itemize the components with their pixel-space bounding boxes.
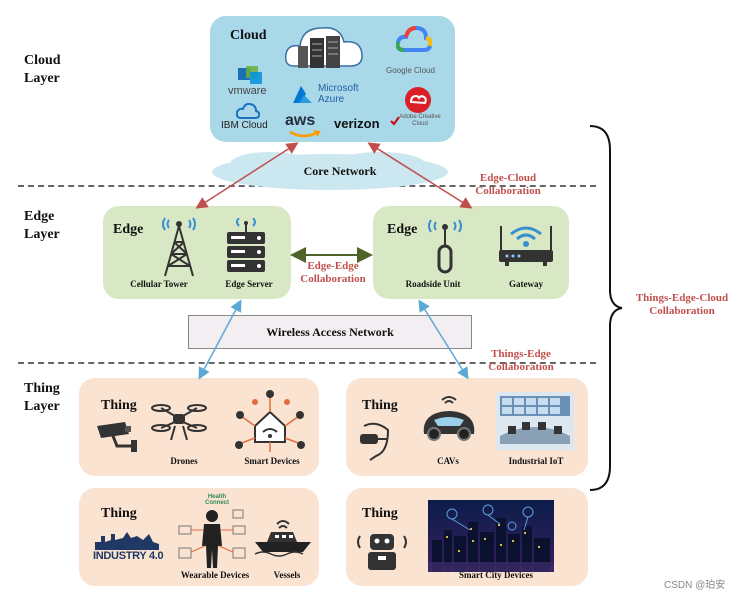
aws-smile-icon xyxy=(289,130,321,138)
gateway-router-icon xyxy=(499,226,553,266)
roadside-unit-icon xyxy=(428,219,462,274)
cellular-tower-icon xyxy=(162,217,196,277)
vr-headset-icon xyxy=(360,422,390,461)
edge-server-icon xyxy=(227,218,265,272)
verizon-check-icon xyxy=(390,116,400,126)
cellular-tower-label: Cellular Tower xyxy=(130,279,188,289)
things-edge-arrow-left xyxy=(198,299,242,380)
wearable-person-icon xyxy=(178,509,246,568)
verizon-label: verizon xyxy=(334,116,380,131)
core-network-label: Core Network xyxy=(303,164,377,178)
things-edge-arrow-right xyxy=(418,299,469,380)
smart-city-skyline-image xyxy=(428,500,554,572)
things-edge-cloud-collab-label: Things-Edge-Cloud Collaboration xyxy=(635,292,729,317)
cloud-layer-label: Cloud Layer xyxy=(24,53,61,86)
ibm-cloud-icon xyxy=(236,102,260,119)
edge-thing-divider xyxy=(18,362,596,364)
google-cloud-label: Google Cloud xyxy=(386,66,435,75)
tec-brace xyxy=(589,125,623,491)
google-cloud-icon xyxy=(396,26,432,52)
cloud-box: Cloud Google Cloud vmware Microsoft Azur… xyxy=(210,16,455,142)
edge-box-right: Edge Roadside Unit Gateway xyxy=(373,206,569,299)
gateway-label: Gateway xyxy=(509,279,543,289)
azure-icon xyxy=(293,86,312,103)
adobe-label: Adobe Creative Cloud xyxy=(399,114,441,127)
thing-box-1: Thing Drones Smart Devices xyxy=(79,378,319,476)
vessel-ship-icon xyxy=(254,520,311,557)
vessels-label: Vessels xyxy=(273,570,301,580)
things-edge-collab-label: Things-Edge Collaboration xyxy=(488,348,554,373)
thing-box-1-title: Thing xyxy=(101,398,137,413)
robot-icon xyxy=(357,534,407,570)
surveillance-camera-icon xyxy=(97,422,137,452)
thing-layer-label: Thing Layer xyxy=(24,381,60,414)
edge-cloud-arrow-left xyxy=(195,142,299,209)
wearable-devices-label: Wearable Devices xyxy=(180,570,250,580)
smart-home-icon xyxy=(235,390,305,452)
server-cloud-icon xyxy=(284,27,363,68)
thing-box-2: Thing CAVs Industrial IoT xyxy=(346,378,588,476)
aws-label: aws xyxy=(285,112,316,129)
industry-4-label: INDUSTRY 4.0 xyxy=(93,550,164,562)
roadside-unit-label: Roadside Unit xyxy=(405,279,461,289)
edge-layer-label: Edge Layer xyxy=(24,209,60,242)
cav-car-icon xyxy=(423,396,475,441)
industrial-iot-label: Industrial IoT xyxy=(508,456,564,466)
industry-4-skyline-icon xyxy=(95,532,159,550)
edge-right-title: Edge xyxy=(387,222,418,237)
thing-box-4-title: Thing xyxy=(362,506,398,521)
thing-box-4: Thing Smart City Devices xyxy=(346,488,588,586)
edge-server-label: Edge Server xyxy=(225,279,273,289)
thing-box-3-title: Thing xyxy=(101,506,137,521)
edge-box-left: Edge Cellular Tower Edge Server xyxy=(103,206,291,299)
adobe-creative-cloud-icon xyxy=(405,87,431,113)
edge-edge-collab-label: Edge-Edge Collaboration xyxy=(300,260,366,285)
edge-cloud-arrow-right xyxy=(367,142,473,209)
azure-label: Microsoft Azure xyxy=(318,83,359,105)
cloud-title: Cloud xyxy=(230,28,267,43)
vmware-label: vmware xyxy=(228,85,267,97)
drones-label: Drones xyxy=(170,456,198,466)
drone-icon xyxy=(151,404,207,441)
health-connect-label: Health Connect xyxy=(205,494,229,506)
thing-box-2-title: Thing xyxy=(362,398,398,413)
thing-box-3: Thing INDUSTRY 4.0 Health Connect Wearab… xyxy=(79,488,319,586)
vmware-icon xyxy=(238,66,262,84)
ibm-cloud-label: IBM Cloud xyxy=(221,120,268,131)
edge-left-title: Edge xyxy=(113,222,144,237)
industrial-iot-icon xyxy=(496,392,574,450)
edge-cloud-collab-label: Edge-Cloud Collaboration xyxy=(475,172,541,197)
smart-devices-label: Smart Devices xyxy=(244,456,300,466)
watermark: CSDN @珀安 xyxy=(664,580,726,591)
cavs-label: CAVs xyxy=(437,456,459,466)
wireless-access-network-label: Wireless Access Network xyxy=(266,324,394,339)
smart-city-devices-label: Smart City Devices xyxy=(459,570,533,580)
